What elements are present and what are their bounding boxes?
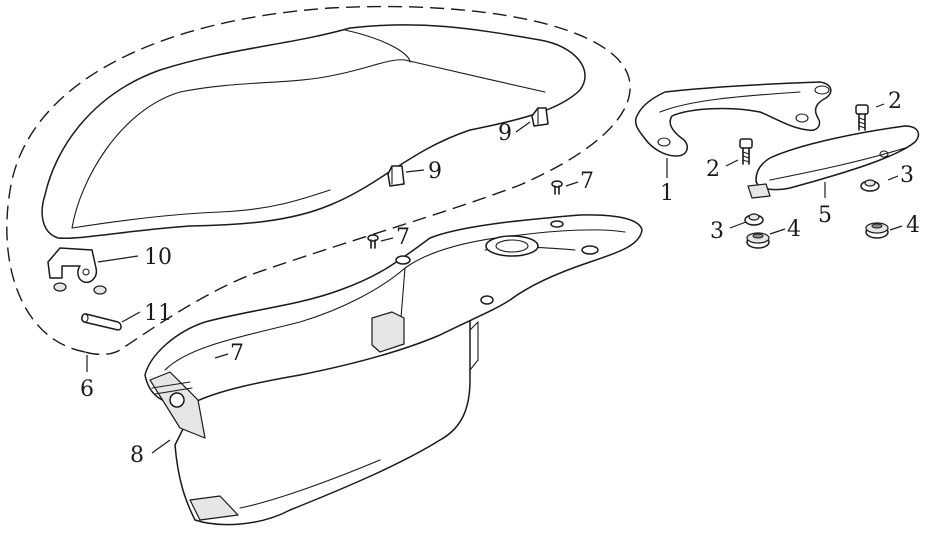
callout-2-upper: 2 (888, 89, 902, 114)
rubber-damper-right (865, 222, 889, 239)
callout-10: 10 (144, 245, 172, 270)
callout-4-right: 4 (906, 213, 920, 238)
callout-7-upper: 7 (580, 169, 594, 194)
callout-3-left: 3 (710, 219, 724, 244)
callout-8: 8 (130, 443, 144, 468)
storage-box (144, 214, 643, 526)
seat (41, 24, 586, 240)
rear-cover (747, 125, 920, 199)
callout-7-lower: 7 (230, 341, 244, 366)
grab-handle (634, 81, 832, 157)
callout-6: 6 (80, 377, 94, 402)
callout-2-middle: 2 (706, 157, 720, 182)
callout-1: 1 (660, 181, 674, 206)
hinge-pin (81, 313, 122, 331)
collar-left (744, 213, 764, 226)
bolt-upper (855, 104, 869, 131)
seat-clip-upper (531, 107, 549, 127)
bolt-middle (739, 138, 753, 165)
callout-4-left: 4 (787, 217, 801, 242)
callout-9-lower: 9 (428, 159, 442, 184)
collar-right (860, 179, 880, 192)
callout-7-middle: 7 (396, 225, 410, 250)
hinge-bracket (47, 247, 107, 295)
seat-assembly-dashed-outline (6, 5, 631, 356)
callout-3-right: 3 (900, 163, 914, 188)
callout-11: 11 (144, 301, 172, 326)
callout-labels: 1 2 2 3 3 4 4 5 6 7 7 7 8 9 9 10 11 (80, 89, 920, 468)
screw-upper (551, 180, 563, 195)
callout-5: 5 (818, 203, 832, 228)
screw-middle (367, 234, 379, 249)
callout-9-upper: 9 (498, 121, 512, 146)
rubber-damper-left (746, 232, 770, 249)
seat-clip-lower (387, 165, 405, 187)
leader-lines (86, 103, 903, 454)
